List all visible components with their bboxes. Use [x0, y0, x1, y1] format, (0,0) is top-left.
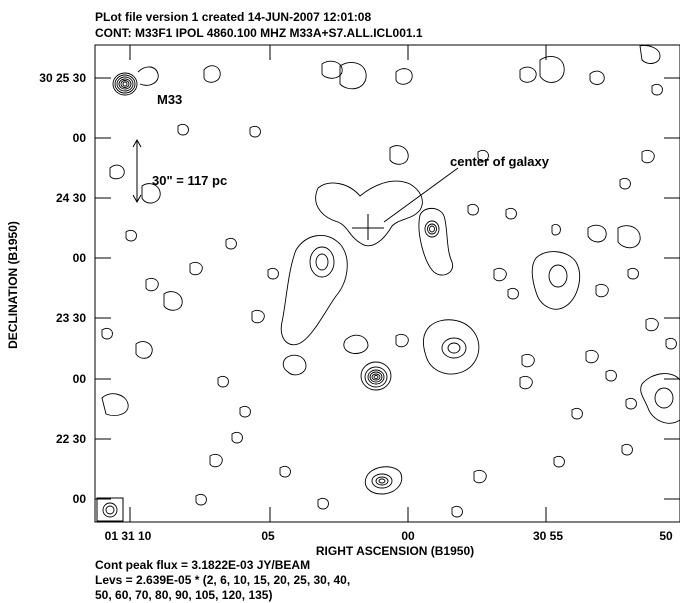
- y-tick-label: 00: [73, 251, 87, 265]
- noise-contours: [101, 45, 677, 518]
- scale-bar-label: 30" = 117 pc: [152, 173, 227, 188]
- y-tick-label: 22 30: [56, 432, 86, 446]
- y-tick-label: 24 30: [56, 191, 86, 205]
- levels-text-line1: Levs = 2.639E-05 * (2, 6, 10, 15, 20, 25…: [95, 573, 350, 587]
- x-tick-label: 05: [261, 529, 275, 543]
- y-tick-label: 23 30: [56, 311, 86, 325]
- x-tick-label: 50: [659, 529, 673, 543]
- scale-bar-arrow: [132, 138, 142, 204]
- lower-source: [364, 466, 403, 495]
- center-pointer-line: [383, 167, 459, 223]
- levels-text-line2: 50, 60, 70, 80, 90, 105, 120, 135): [95, 588, 272, 602]
- center-cross-marker: [352, 214, 384, 240]
- peak-flux-text: Cont peak flux = 3.1822E-03 JY/BEAM: [95, 558, 310, 572]
- contour-map: [96, 45, 680, 522]
- plot-header-line1: PLot file version 1 created 14-JUN-2007 …: [95, 10, 371, 24]
- y-axis-label: DECLINATION (B1950): [6, 221, 20, 349]
- x-tick-label: 00: [401, 529, 415, 543]
- x-tick-label: 01 31 10: [105, 529, 152, 543]
- m33-label: M33: [157, 92, 182, 107]
- y-axis-ticks: [95, 77, 680, 500]
- x-axis-label: RIGHT ASCENSION (B1950): [316, 544, 474, 558]
- east-source: [418, 207, 454, 276]
- x-tick-label: 30 55: [533, 529, 563, 543]
- y-tick-label: 00: [73, 492, 87, 506]
- plot-header-line2: CONT: M33F1 IPOL 4860.100 MHZ M33A+S7.AL…: [95, 26, 423, 40]
- y-tick-label: 00: [73, 131, 87, 145]
- y-tick-label: 00: [73, 372, 87, 386]
- central-compact-source: [360, 361, 392, 391]
- diffuse-emission: [280, 180, 680, 424]
- beam-box: [96, 497, 124, 522]
- plot-frame: [94, 44, 680, 523]
- y-tick-label: 30 25 30: [39, 71, 86, 85]
- x-axis-ticks: [129, 45, 547, 522]
- center-of-galaxy-label: center of galaxy: [450, 154, 550, 169]
- m33-source: [112, 66, 159, 96]
